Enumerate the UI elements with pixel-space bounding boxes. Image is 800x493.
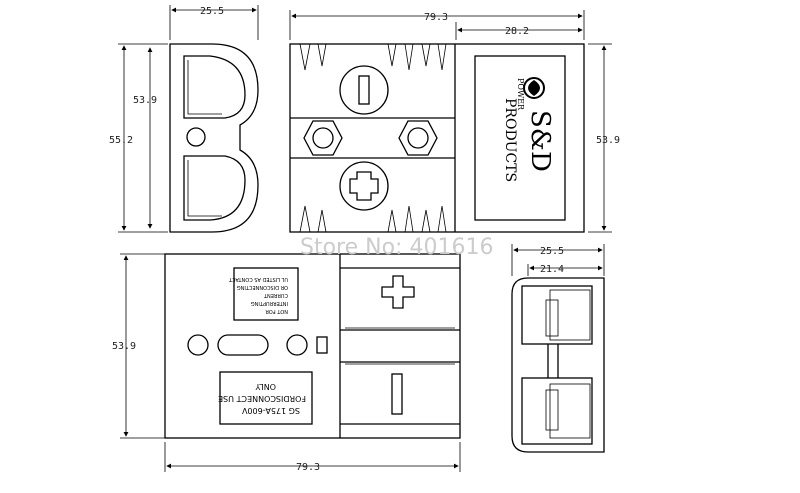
top-view-bottom: 53.9 79.3 NOT FOR INTERRUPTING CURRENT O… [112,253,461,473]
watermark: Store No: 401616 [300,235,493,260]
label-top-line4: OR DISCONNECTING [237,284,288,290]
dim-top-right-height: 53.9 [596,135,620,146]
logo-swirl-icon [523,77,545,99]
logo-power: POWER [516,78,525,111]
side-view-top-left: 25.5 55.2 53.9 [109,5,259,233]
label-bottom-line2: FORDISCONNECT USE [218,394,306,403]
side-view-bottom-right: 25.5 21.4 [511,244,605,453]
dim-top-left-outer-height: 55.2 [109,135,133,146]
dim-bottom-right-outer-width: 25.5 [540,246,564,257]
front-view-top: 79.3 28.2 [289,10,620,233]
logo-products: PRODUCTS [502,98,518,182]
label-bottom-line1: SG 175A-600V [241,406,300,415]
dim-top-left-inner-height: 53.9 [133,95,157,106]
label-top-line3: CURRENT [263,292,288,298]
logo-brand: S&D [525,110,555,172]
label-bottom-line3: ONLY [255,382,276,391]
label-top-line5: UL LISTED AS CONTACT [228,276,288,282]
dim-top-center-width: 79.3 [424,12,448,23]
dim-bottom-left-width: 79.3 [296,462,320,473]
dim-bottom-right-inner-width: 21.4 [540,264,564,275]
dim-top-center-right-part: 28.2 [505,26,529,37]
dim-bottom-left-height: 53.9 [112,341,136,352]
dim-top-left-width: 25.5 [200,6,224,17]
label-top-line2: INTERRUPTING [251,300,288,306]
label-top-line1: NOT FOR [265,308,288,314]
